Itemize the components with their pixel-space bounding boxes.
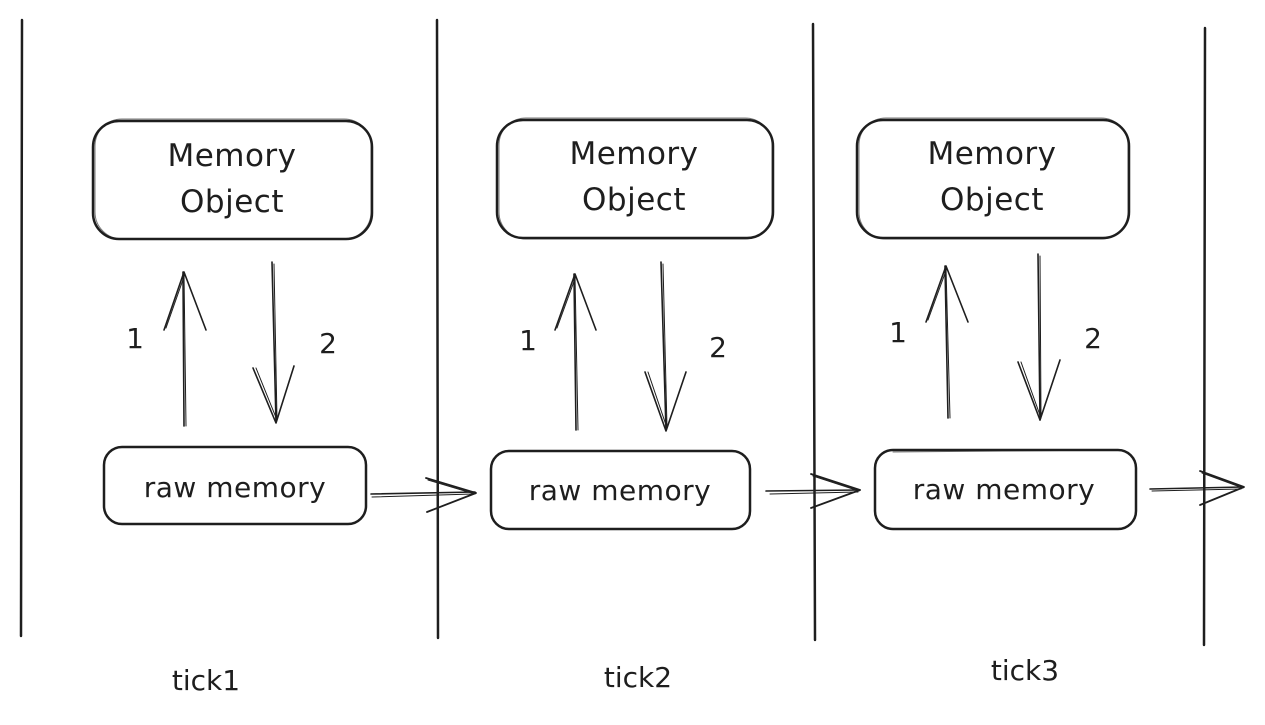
memory-object-label-line1: Memory xyxy=(167,138,296,174)
tick-column-3: Memory Object 1 2 raw memory tick xyxy=(855,117,1245,687)
raw-memory-label: raw memory xyxy=(529,474,711,507)
memory-object-label-line2: Object xyxy=(180,184,284,220)
arrow-down-2 xyxy=(252,261,295,424)
raw-memory-label: raw memory xyxy=(144,471,326,504)
raw-memory-box: raw memory xyxy=(102,445,368,526)
memory-object-box: Memory Object xyxy=(855,117,1131,240)
tick-dividers xyxy=(19,18,1207,647)
arrow-down-label: 2 xyxy=(319,327,337,360)
tick-label: tick1 xyxy=(172,664,240,697)
transition-arrow xyxy=(765,473,861,509)
arrow-down-2 xyxy=(644,261,687,432)
divider-line xyxy=(1202,26,1207,647)
arrow-down-label: 2 xyxy=(709,331,727,364)
tick-column-2: Memory Object 1 2 raw memory tick2 xyxy=(489,117,861,694)
arrow-up-1 xyxy=(163,271,207,427)
arrow-up-label: 1 xyxy=(519,324,537,357)
memory-object-label-line2: Object xyxy=(582,182,686,218)
arrow-up-label: 1 xyxy=(889,316,907,349)
memory-object-box: Memory Object xyxy=(91,118,374,241)
memory-object-box: Memory Object xyxy=(495,117,775,240)
memory-object-label-line2: Object xyxy=(940,182,1044,218)
transition-arrow xyxy=(370,477,477,513)
divider-line xyxy=(435,18,440,640)
memory-object-label-line1: Memory xyxy=(569,136,698,172)
tick-column-1: Memory Object 1 2 raw memory tick1 xyxy=(91,118,477,697)
transition-arrow xyxy=(1149,470,1245,506)
divider-line xyxy=(19,18,24,638)
arrow-up-label: 1 xyxy=(126,322,144,355)
tick-label: tick2 xyxy=(604,661,672,694)
arrow-up-1 xyxy=(925,265,969,419)
raw-memory-box: raw memory xyxy=(489,449,752,531)
raw-memory-box: raw memory xyxy=(873,448,1138,531)
arrow-up-1 xyxy=(554,273,597,431)
divider-line xyxy=(811,22,817,642)
raw-memory-label: raw memory xyxy=(913,473,1095,506)
arrow-down-label: 2 xyxy=(1084,322,1102,355)
arrow-down-2 xyxy=(1017,253,1061,421)
tick-label: tick3 xyxy=(991,654,1059,687)
memory-object-label-line1: Memory xyxy=(927,136,1056,172)
